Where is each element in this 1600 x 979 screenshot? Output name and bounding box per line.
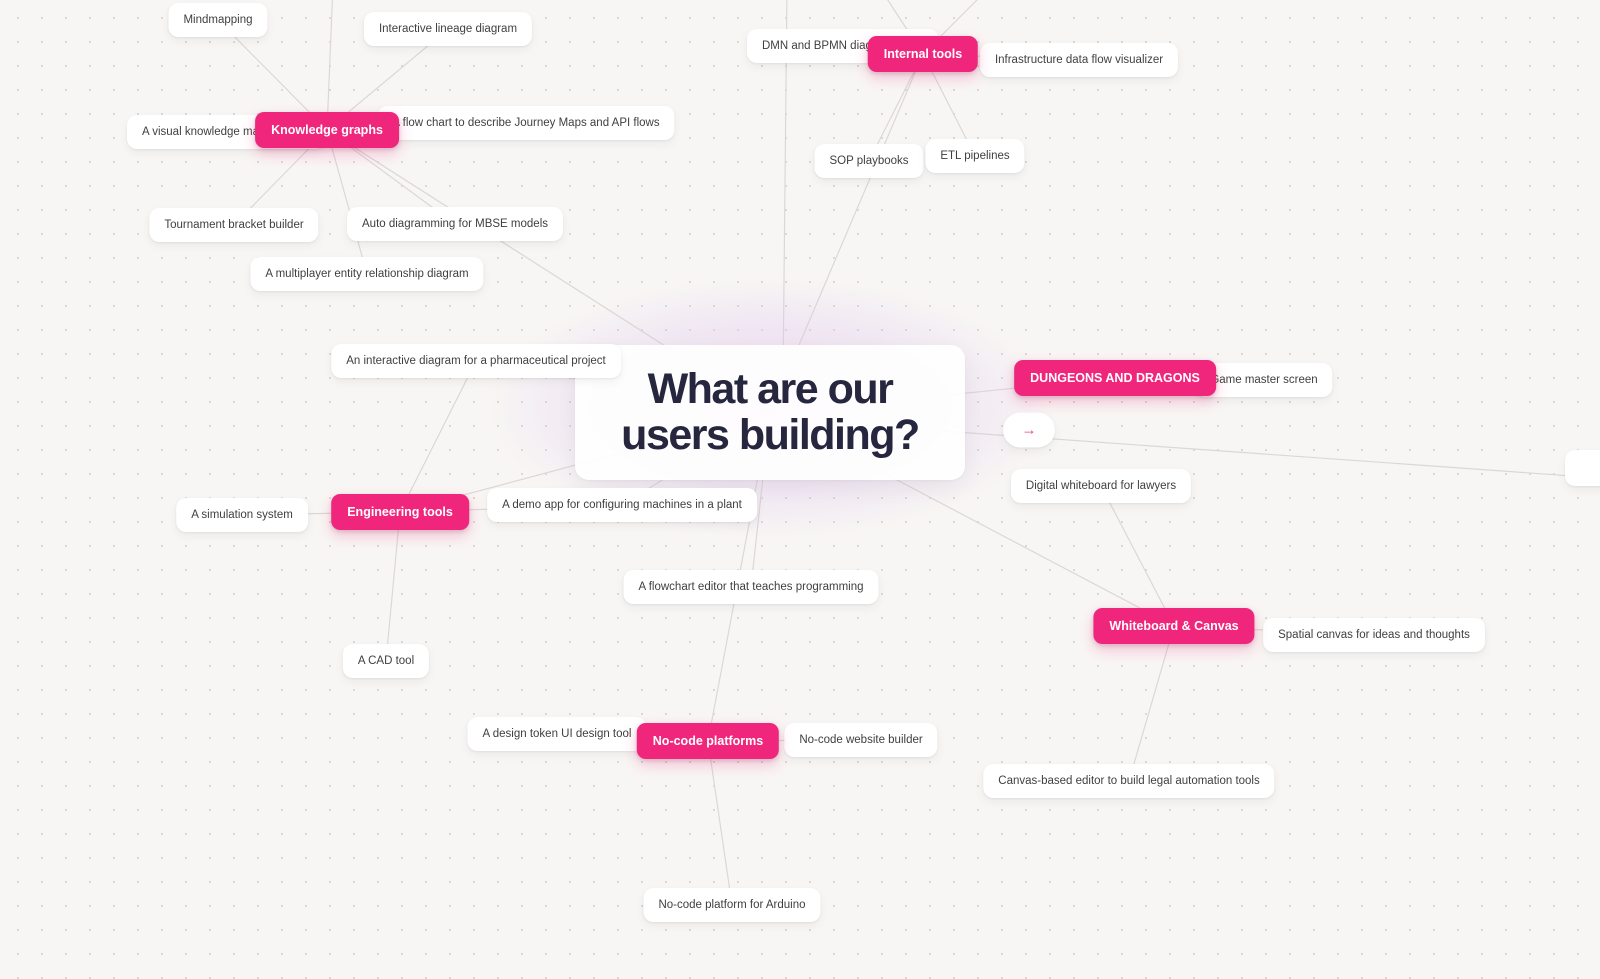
- leaf-node-no-code-website[interactable]: No-code website builder: [784, 723, 938, 757]
- category-node-whiteboard-canvas[interactable]: Whiteboard & Canvas: [1093, 608, 1255, 644]
- leaf-node-pharma-project[interactable]: An interactive diagram for a pharmaceuti…: [331, 344, 621, 378]
- leaf-node-canvas-legal[interactable]: Canvas-based editor to build legal autom…: [983, 764, 1275, 798]
- leaf-node-spatial-canvas[interactable]: Spatial canvas for ideas and thoughts: [1263, 618, 1485, 652]
- category-node-knowledge-graphs[interactable]: Knowledge graphs: [255, 112, 399, 148]
- category-node-no-code-platforms[interactable]: No-code platforms: [636, 723, 780, 759]
- leaf-node-game-master[interactable]: Game master screen: [1195, 363, 1333, 397]
- leaf-node-cad-tool[interactable]: A CAD tool: [342, 644, 430, 678]
- title-line-1: What are our: [647, 365, 894, 414]
- leaf-node-tournament-bracket[interactable]: Tournament bracket builder: [149, 208, 319, 242]
- category-node-dungeons-and-dragons[interactable]: DUNGEONS AND DRAGONS: [1014, 360, 1216, 396]
- central-topic-title: What are our users building?: [621, 365, 920, 459]
- leaf-node-mbse-models[interactable]: Auto diagramming for MBSE models: [347, 207, 563, 241]
- leaf-node-demo-app-plant[interactable]: A demo app for configuring machines in a…: [487, 488, 757, 522]
- category-node-engineering-tools[interactable]: Engineering tools: [331, 494, 469, 530]
- leaf-node-infrastructure-visualizer[interactable]: Infrastructure data flow visualizer: [979, 43, 1179, 77]
- leaf-node-simulation-system[interactable]: A simulation system: [176, 498, 308, 532]
- leaf-node-arduino[interactable]: No-code platform for Arduino: [643, 888, 821, 922]
- arrow-right-icon: →: [1021, 421, 1037, 439]
- partial-card-right-edge[interactable]: [1565, 450, 1600, 486]
- leaf-node-flow-chart-journey[interactable]: A flow chart to describe Journey Maps an…: [377, 106, 675, 140]
- leaf-node-design-token[interactable]: A design token UI design tool: [467, 717, 647, 751]
- leaf-node-flowchart-teaches[interactable]: A flowchart editor that teaches programm…: [623, 570, 879, 604]
- leaf-node-digital-whiteboard-lawyers[interactable]: Digital whiteboard for lawyers: [1010, 469, 1192, 503]
- central-topic-node[interactable]: What are our users building?: [575, 345, 965, 480]
- title-line-2: users building?: [621, 410, 920, 459]
- leaf-node-etl-pipelines[interactable]: ETL pipelines: [925, 139, 1025, 173]
- leaf-node-mindmapping[interactable]: Mindmapping: [168, 3, 268, 37]
- arrow-pill-node[interactable]: →: [1003, 412, 1055, 448]
- leaf-node-interactive-lineage[interactable]: Interactive lineage diagram: [363, 12, 533, 46]
- leaf-node-sop-playbooks[interactable]: SOP playbooks: [814, 144, 924, 178]
- category-node-internal-tools[interactable]: Internal tools: [867, 36, 979, 72]
- leaf-node-multiplayer-erd[interactable]: A multiplayer entity relationship diagra…: [250, 257, 484, 291]
